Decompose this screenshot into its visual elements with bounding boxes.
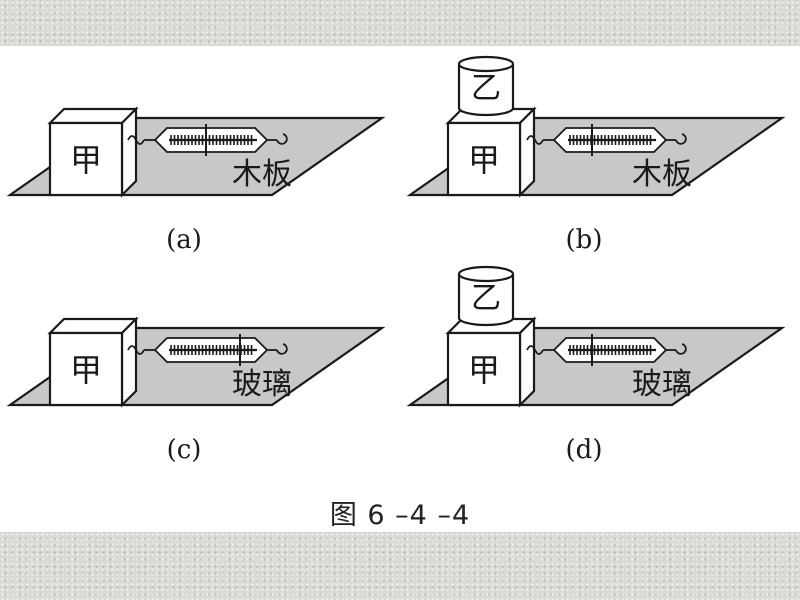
block-jia-side-face: [120, 316, 138, 408]
scale-hook-left: [526, 135, 544, 145]
scale-hook-left: [526, 345, 544, 355]
spring-scale: [127, 124, 288, 156]
block-jia-front-face: [446, 121, 522, 197]
cylinder-yi-label: 乙: [471, 71, 501, 106]
spring-scale: [526, 124, 687, 156]
spring-scale: [526, 334, 687, 366]
scale-ring-right: [276, 343, 288, 355]
panel-label: (d): [566, 435, 603, 465]
scale-hook-left: [127, 345, 145, 355]
block-jia-side-face: [120, 106, 138, 198]
block-jia-label: 甲: [468, 141, 500, 179]
bottom-texture-band: [0, 532, 800, 600]
scale-hook-left: [127, 135, 145, 145]
surface-label: 木板: [232, 157, 292, 192]
panel-c: 甲 玻璃 (c): [6, 316, 386, 465]
cylinder-yi-top: [457, 265, 515, 283]
panel-a: 甲 木板 (a): [6, 106, 386, 255]
block-jia-label: 甲: [70, 141, 102, 179]
surface-label: 木板: [632, 157, 692, 192]
panel-label: (b): [566, 225, 603, 255]
scale-ring-right: [675, 343, 687, 355]
cylinder-yi-body: [457, 274, 515, 327]
block-jia-side-face: [518, 316, 536, 408]
block-jia-label: 甲: [70, 351, 102, 389]
panel-label: (a): [166, 225, 202, 255]
spring-scale: [127, 334, 288, 366]
cylinder-yi-label: 乙: [471, 281, 501, 316]
surface-label: 玻璃: [632, 367, 692, 402]
cylinder-yi-top: [457, 55, 515, 73]
block-jia-front-face: [48, 121, 124, 197]
surface-label: 玻璃: [232, 367, 292, 402]
figure-caption: 图 6 –4 –4: [329, 500, 471, 531]
block-jia-front-face: [48, 331, 124, 407]
top-texture-band: [0, 0, 800, 46]
block-jia-front-face: [446, 331, 522, 407]
panel-label: (c): [167, 435, 202, 465]
scale-ring-right: [276, 133, 288, 145]
block-jia-side-face: [518, 106, 536, 198]
scale-ring-right: [675, 133, 687, 145]
cylinder-yi-body: [457, 64, 515, 117]
block-jia-label: 甲: [468, 351, 500, 389]
